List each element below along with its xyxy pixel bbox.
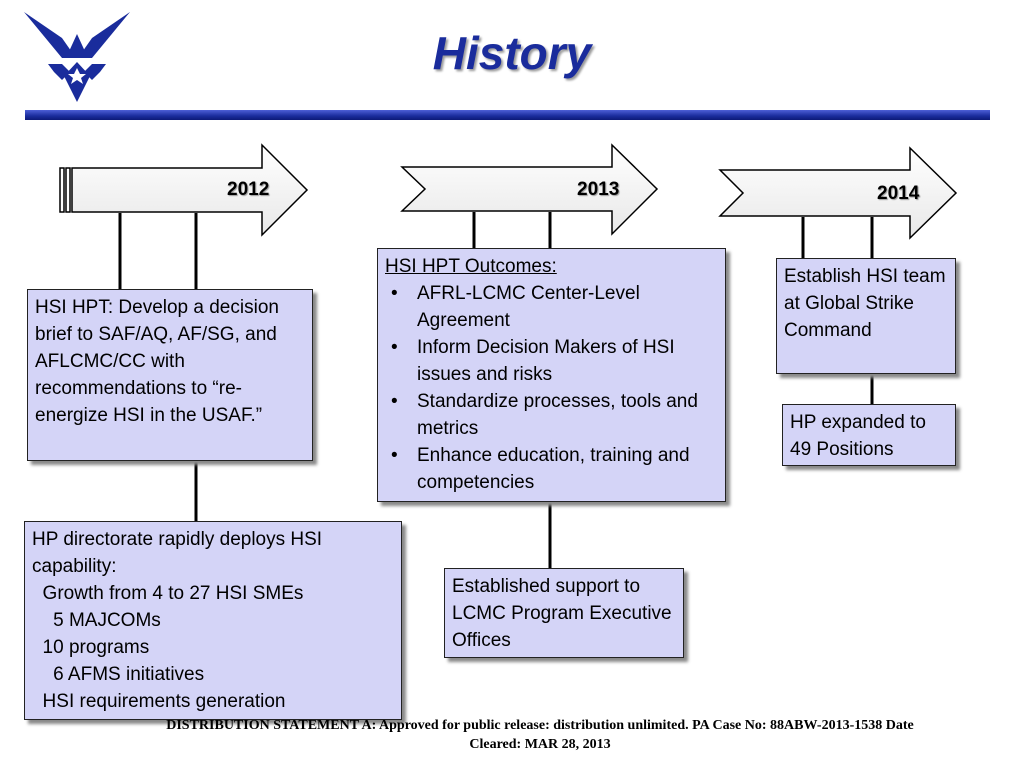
year-label-2012: 2012	[227, 179, 270, 200]
box-hsi-hpt-outcomes: HSI HPT Outcomes: AFRL-LCMC Center-Level…	[377, 248, 726, 502]
hp-directorate-line: 5 MAJCOMs	[32, 610, 161, 631]
title-rule	[25, 110, 990, 120]
hp-directorate-line: 10 programs	[32, 637, 150, 658]
outcomes-list: AFRL-LCMC Center-Level Agreement Inform …	[385, 280, 718, 496]
timeline-arrow-2014	[718, 146, 958, 240]
distribution-statement: DISTRIBUTION STATEMENT A: Approved for p…	[166, 718, 914, 752]
timeline-arrow-2013	[400, 143, 659, 236]
hp-directorate-line: 6 AFMS initiatives	[32, 664, 205, 685]
slide-title: History	[432, 27, 592, 79]
air-force-wings-icon	[24, 12, 130, 102]
outcomes-item: Enhance education, training and competen…	[385, 442, 718, 496]
outcomes-item: AFRL-LCMC Center-Level Agreement	[385, 280, 718, 334]
year-label-2013: 2013	[577, 179, 620, 200]
box-hp-expanded: HP expanded to 49 Positions	[782, 404, 956, 466]
outcomes-item: Standardize processes, tools and metrics	[385, 388, 718, 442]
box-global-strike: Establish HSI team at Global Strike Comm…	[776, 258, 956, 374]
hp-directorate-line: Growth from 4 to 27 HSI SMEs	[32, 583, 304, 604]
hp-directorate-heading: HP directorate rapidly deploys HSI capab…	[32, 529, 323, 577]
box-established-support: Established support to LCMC Program Exec…	[444, 568, 684, 658]
hp-directorate-line: HSI requirements generation	[32, 691, 286, 712]
box-hp-directorate: HP directorate rapidly deploys HSI capab…	[24, 521, 402, 720]
outcomes-item: Inform Decision Makers of HSI issues and…	[385, 334, 718, 388]
timeline-arrow-2012	[59, 143, 309, 237]
year-label-2014: 2014	[877, 183, 920, 204]
box-hsi-hpt-brief: HSI HPT: Develop a decision brief to SAF…	[27, 289, 313, 461]
outcomes-heading: HSI HPT Outcomes:	[385, 256, 557, 277]
connector-lines	[118, 212, 874, 568]
